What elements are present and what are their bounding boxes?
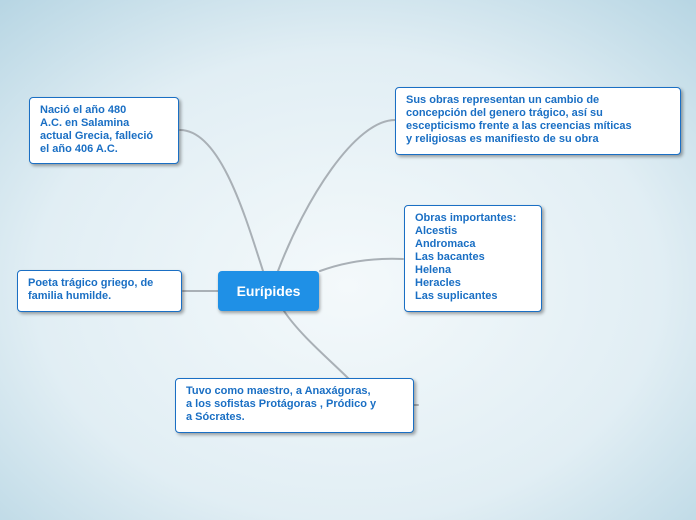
node-important-works[interactable]: Obras importantes: Alcestis Andromaca La… xyxy=(404,205,542,312)
connector-teacher xyxy=(283,310,351,381)
connector-birth xyxy=(179,129,264,272)
node-birth[interactable]: Nació el año 480 A.C. en Salamina actual… xyxy=(29,97,179,164)
central-topic[interactable]: Eurípides xyxy=(218,271,319,311)
node-works-change[interactable]: Sus obras representan un cambio de conce… xyxy=(395,87,681,155)
node-poet[interactable]: Poeta trágico griego, de familia humilde… xyxy=(17,270,182,312)
node-teacher[interactable]: Tuvo como maestro, a Anaxágoras, a los s… xyxy=(175,378,414,433)
connector-works-change xyxy=(277,119,396,272)
connector-important-works xyxy=(319,257,404,272)
